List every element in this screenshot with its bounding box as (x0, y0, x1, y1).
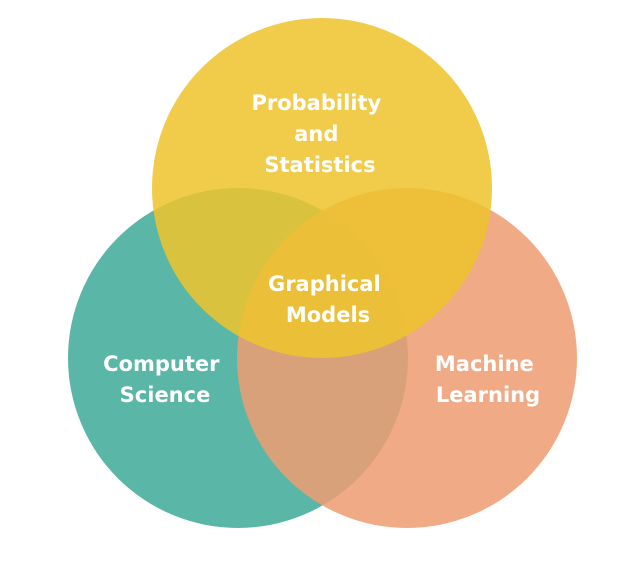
machine-learning-label: Machine Learning (435, 352, 541, 407)
probability-statistics-label: Probability and Statistics (251, 91, 388, 177)
graphical-models-label: Graphical Models (268, 272, 388, 327)
computer-science-label: Computer Science (103, 352, 227, 407)
probability-statistics-circle (152, 18, 492, 358)
